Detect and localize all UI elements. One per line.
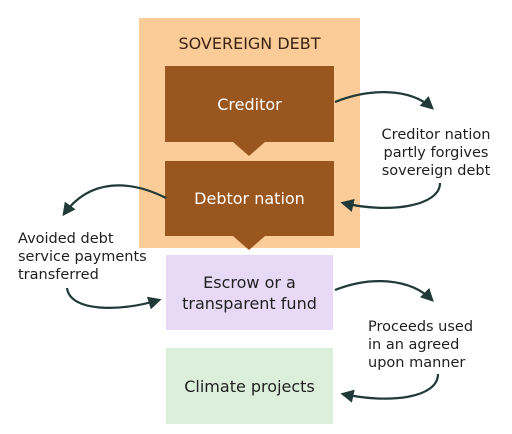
arrow-avoided-to-escrow <box>65 287 162 310</box>
forgive-annotation: Creditor nation partly forgives sovereig… <box>366 126 506 180</box>
creditor-box: Creditor <box>165 66 334 142</box>
forgive-line-2: partly forgives <box>383 145 489 161</box>
arrow-escrow-to-proceeds <box>334 280 434 302</box>
proceeds-line-2: in an agreed <box>368 337 460 353</box>
arrow-forgive-to-debtor <box>340 182 442 212</box>
debtor-nation-label: Debtor nation <box>194 189 305 208</box>
climate-projects-label: Climate projects <box>184 376 315 396</box>
arrow-creditor-to-forgive <box>334 91 434 110</box>
forgive-line-3: sovereign debt <box>381 163 491 179</box>
avoided-line-1: Avoided debt <box>18 231 114 247</box>
arrow-debtor-to-avoided <box>62 184 167 217</box>
creditor-pointer <box>233 142 265 156</box>
creditor-label: Creditor <box>217 94 282 114</box>
arrow-proceeds-to-climate <box>340 373 440 403</box>
climate-projects-box: Climate projects <box>166 348 333 424</box>
proceeds-line-1: Proceeds used <box>368 319 474 335</box>
avoided-line-2: service payments <box>18 249 147 265</box>
escrow-label-line-1: Escrow or a <box>203 272 296 292</box>
avoided-line-3: transferred <box>18 267 99 283</box>
escrow-label-line-2: transparent fund <box>182 293 317 313</box>
proceeds-annotation: Proceeds used in an agreed upon manner <box>368 318 498 372</box>
debtor-nation-box: Debtor nation <box>165 161 334 236</box>
avoided-payments-annotation: Avoided debt service payments transferre… <box>18 230 158 284</box>
escrow-fund-box: Escrow or a transparent fund <box>166 255 333 330</box>
forgive-line-1: Creditor nation <box>381 127 491 143</box>
group-title: SOVEREIGN DEBT <box>178 34 321 53</box>
proceeds-line-3: upon manner <box>368 355 466 371</box>
debtor-pointer <box>233 236 265 250</box>
